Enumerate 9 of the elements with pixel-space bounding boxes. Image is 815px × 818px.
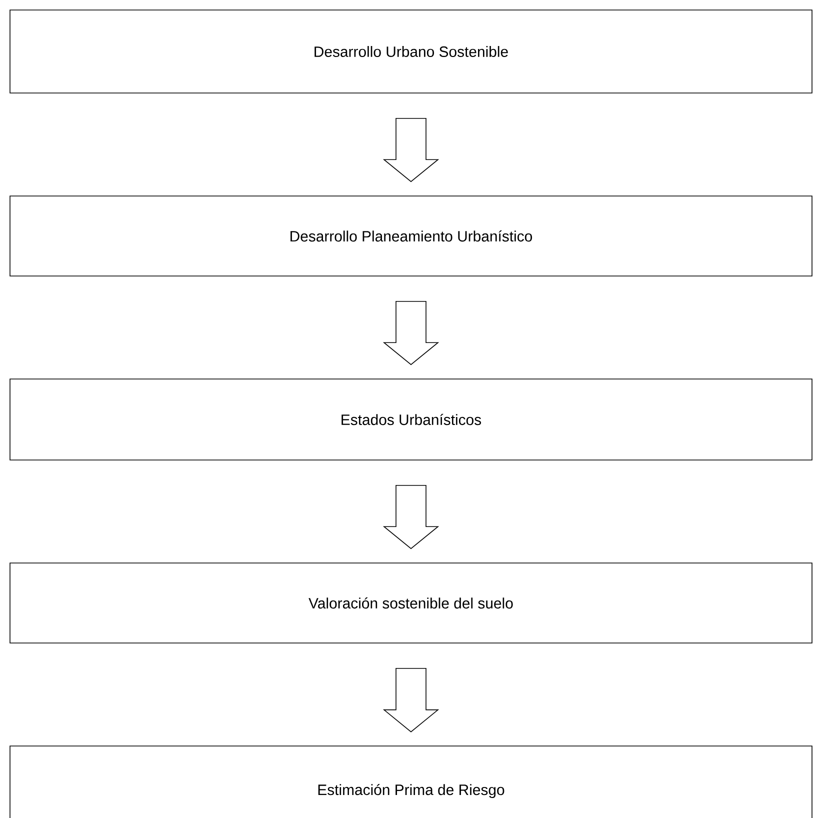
process-box: Estados Urbanísticos bbox=[10, 378, 812, 460]
process-box: Valoración sostenible del suelo bbox=[10, 562, 812, 644]
block-arrow bbox=[382, 668, 440, 732]
block-arrow bbox=[382, 301, 440, 366]
block-arrow bbox=[382, 118, 440, 182]
process-box: Desarrollo Planeamiento Urbanístico bbox=[10, 196, 812, 276]
block-arrow bbox=[382, 485, 440, 550]
process-box: Desarrollo Urbano Sostenible bbox=[10, 10, 812, 94]
process-box: Estimación Prima de Riesgo bbox=[10, 746, 812, 818]
